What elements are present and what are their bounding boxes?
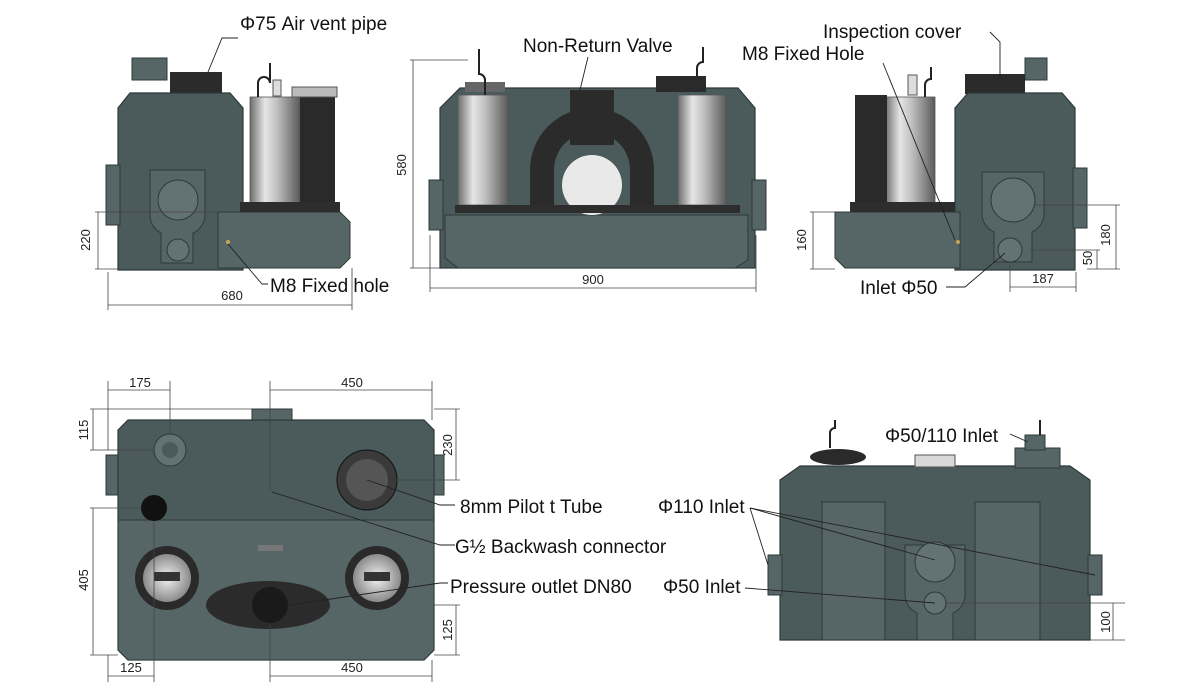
dim-top-175: 175 xyxy=(129,375,151,390)
pump-cylinder-right xyxy=(677,94,727,206)
top-view xyxy=(105,408,445,661)
dim-top-125-bottom: 125 xyxy=(120,660,142,675)
label-air-vent: Φ75 Air vent pipe xyxy=(240,14,387,35)
side-view-right xyxy=(834,57,1088,271)
front-view-dimensions: 580 900 Non-Return Valve xyxy=(394,36,757,292)
label-backwash: G½ Backwash connector xyxy=(455,537,667,558)
non-return-valve xyxy=(530,108,654,205)
pump-cylinder xyxy=(249,96,301,206)
dim-front-height: 580 xyxy=(394,154,409,176)
side-view-left xyxy=(105,57,351,271)
back-view-dimensions: Φ50/110 Inlet Φ110 Inlet Φ50 Inlet 100 xyxy=(658,426,1125,641)
dim-top-115: 115 xyxy=(76,420,91,441)
dim-side-height: 220 xyxy=(78,229,93,251)
cable-cap-left xyxy=(810,449,866,465)
back-view xyxy=(767,420,1103,641)
dim-side-width: 680 xyxy=(221,288,243,303)
dim-top-125-right: 125 xyxy=(440,619,455,641)
label-inspection-cover: Inspection cover xyxy=(823,22,962,43)
label-pilot-tube: 8mm Pilot t Tube xyxy=(460,497,603,518)
label-non-return-valve: Non-Return Valve xyxy=(523,36,673,57)
dim-top-230: 230 xyxy=(440,434,455,456)
label-m8-fixed-hole: M8 Fixed hole xyxy=(270,276,389,297)
dim-right-50: 50 xyxy=(1080,251,1095,265)
label-inlet-50-110: Φ50/110 Inlet xyxy=(885,426,999,447)
dim-back-100: 100 xyxy=(1098,611,1113,633)
label-m8-fixed-hole-upper: M8 Fixed Hole xyxy=(742,44,865,65)
top-view-dimensions: 175 450 115 405 230 125 125 450 8mm Pilo… xyxy=(76,375,667,682)
label-inlet-50-side: Inlet Φ50 xyxy=(860,278,937,299)
dim-right-187: 187 xyxy=(1032,271,1054,286)
dim-right-180: 180 xyxy=(1098,224,1113,246)
dim-top-405: 405 xyxy=(76,569,91,591)
side-view-right-dimensions: Inspection cover M8 Fixed Hole Inlet Φ50… xyxy=(742,22,1120,299)
dim-front-width: 900 xyxy=(582,272,604,287)
pump-cylinder-right-view xyxy=(884,96,936,206)
label-pressure-outlet: Pressure outlet DN80 xyxy=(450,577,632,598)
dim-right-160: 160 xyxy=(794,229,809,251)
label-inlet-50-front: Φ50 Inlet xyxy=(663,577,741,598)
pump-cylinder-left xyxy=(457,94,509,206)
dim-top-450-lower: 450 xyxy=(341,660,363,675)
side-view-left-dimensions: 220 680 Φ75 Air vent pipe M8 Fixed hole xyxy=(78,14,389,310)
label-inlet-110: Φ110 Inlet xyxy=(658,497,745,518)
dim-top-450-upper: 450 xyxy=(341,375,363,390)
front-view xyxy=(428,47,767,269)
